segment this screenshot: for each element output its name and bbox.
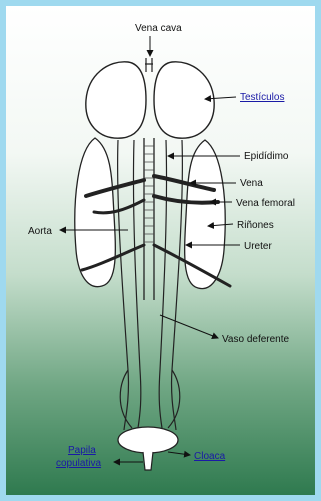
right-kidney: [185, 140, 226, 289]
cloaca-bulb: [118, 427, 178, 453]
label-vena-femoral: Vena femoral: [236, 198, 295, 209]
label-aorta: Aorta: [28, 226, 52, 237]
link-papila-line2[interactable]: copulativa: [56, 458, 101, 469]
link-papila-line1[interactable]: Papila: [68, 445, 96, 456]
leader-cloaca: [168, 452, 190, 455]
lower-loop-right: [168, 370, 180, 428]
right-inner-duct: [159, 140, 166, 428]
leader-vaso-deferente: [160, 315, 218, 338]
link-cloaca[interactable]: Cloaca: [194, 451, 226, 462]
papilla-copulativa: [143, 452, 153, 470]
link-testiculos[interactable]: Testículos: [240, 92, 284, 103]
label-epididimo: Epidídimo: [244, 151, 289, 162]
label-vena-cava: Vena cava: [135, 23, 182, 34]
vena-cava-vessel: [145, 58, 153, 72]
right-testicle: [154, 62, 214, 138]
lower-loop-left: [120, 370, 132, 428]
label-rinones: Riñones: [237, 220, 274, 231]
label-ureter: Ureter: [244, 241, 272, 252]
left-testicle: [86, 62, 146, 138]
label-vaso-deferente: Vaso deferente: [222, 334, 290, 345]
label-vena: Vena: [240, 178, 263, 189]
central-vessel-hatching: [144, 146, 154, 242]
